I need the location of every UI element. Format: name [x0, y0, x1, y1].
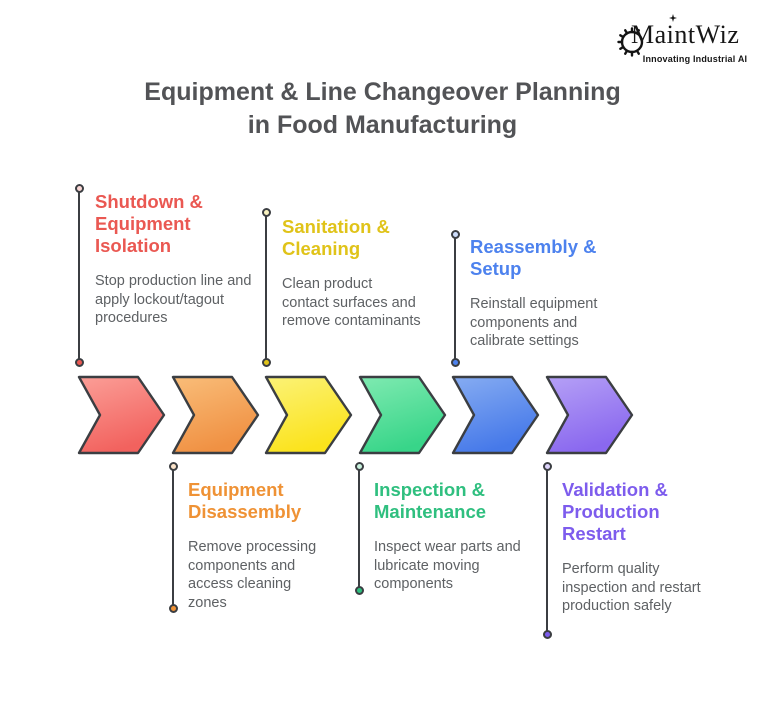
- connector-dot-bottom: [451, 358, 460, 367]
- connector-dot-top: [169, 462, 178, 471]
- connector-dot-top: [75, 184, 84, 193]
- connector-dot-bottom: [355, 586, 364, 595]
- logo-wordmark: MaintWiz: [631, 20, 740, 49]
- maintwiz-logo: MaintWiz Innovating Industrial AI: [616, 12, 758, 68]
- step-description: Remove processing components and access …: [188, 539, 317, 611]
- step-title: Sanitation & Cleaning: [282, 216, 390, 259]
- step-text: Inspection & Maintenance Inspect wear pa…: [374, 479, 524, 594]
- connector-dot-bottom: [543, 630, 552, 639]
- logo-tagline: Innovating Industrial AI: [642, 54, 748, 64]
- chevron-arrow-3: [264, 375, 354, 455]
- connector-dot-top: [451, 230, 460, 239]
- step-text: Shutdown & Equipment Isolation Stop prod…: [95, 191, 260, 328]
- step-text: Reassembly & Setup Reinstall equipment c…: [470, 236, 620, 351]
- chevron-arrow-4: [358, 375, 448, 455]
- step-title: Equipment Disassembly: [188, 479, 302, 522]
- chevron-arrow-5: [451, 375, 541, 455]
- connector-dot-bottom: [169, 604, 178, 613]
- connector-line: [171, 466, 175, 608]
- step-title: Validation & Production Restart: [562, 479, 668, 544]
- connector-line: [453, 234, 457, 362]
- step-description: Perform quality inspection and restart p…: [562, 561, 701, 614]
- connector-line: [357, 466, 361, 590]
- page-title-line1: Equipment & Line Changeover Planning: [144, 78, 621, 106]
- step-title: Shutdown & Equipment Isolation: [95, 191, 203, 256]
- step-description: Inspect wear parts and lubricate moving …: [374, 539, 521, 592]
- connector-line: [545, 466, 549, 634]
- connector-dot-top: [355, 462, 364, 471]
- chevron-arrow-1: [77, 375, 167, 455]
- connector-dot-bottom: [75, 358, 84, 367]
- step-description: Reinstall equipment components and calib…: [470, 296, 598, 349]
- step-description: Clean product contact surfaces and remov…: [282, 276, 421, 329]
- connector-line: [264, 212, 268, 362]
- step-text: Sanitation & Cleaning Clean product cont…: [282, 216, 422, 331]
- chevron-arrow-6: [545, 375, 635, 455]
- step-title: Inspection & Maintenance: [374, 479, 487, 522]
- step-title: Reassembly & Setup: [470, 236, 597, 279]
- sparkle-icon: [669, 14, 677, 22]
- connector-dot-bottom: [262, 358, 271, 367]
- connector-dot-top: [543, 462, 552, 471]
- connector-dot-top: [262, 208, 271, 217]
- step-text: Equipment Disassembly Remove processing …: [188, 479, 333, 612]
- page-title-line2: in Food Manufacturing: [247, 111, 518, 139]
- step-text: Validation & Production Restart Perform …: [562, 479, 707, 616]
- gear-icon: [617, 27, 644, 57]
- chevron-arrow-2: [171, 375, 261, 455]
- page-title: Equipment & Line Changeover Planning in …: [0, 76, 765, 142]
- connector-line: [77, 188, 81, 362]
- step-description: Stop production line and apply lockout/t…: [95, 273, 252, 326]
